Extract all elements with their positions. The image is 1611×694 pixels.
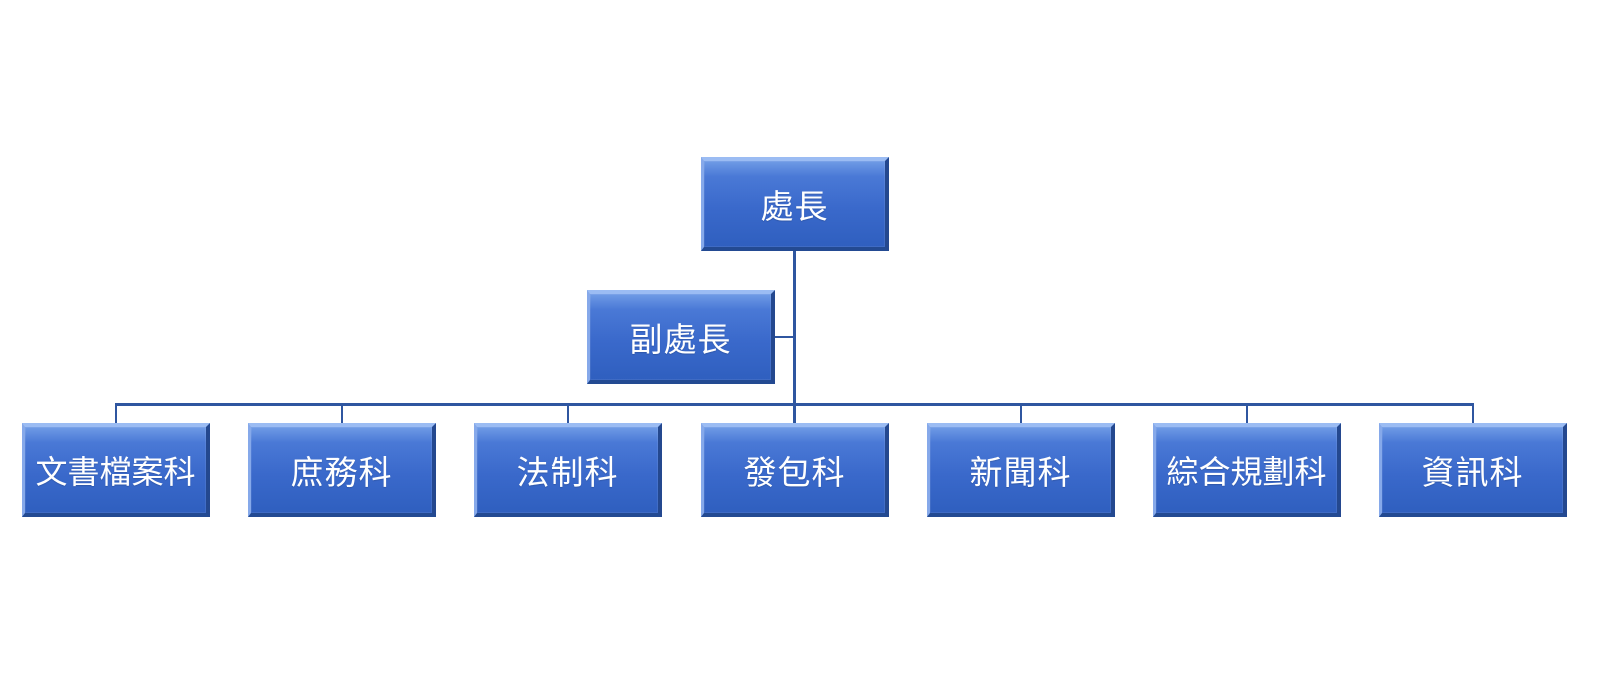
connector-drop-7 — [1472, 403, 1474, 425]
section-node-label: 發包科 — [743, 453, 846, 492]
section-node-1: 文書檔案科 — [22, 423, 210, 517]
connector-head-vertical — [793, 251, 796, 406]
section-node-3: 法制科 — [474, 423, 662, 517]
connector-drop-1 — [115, 403, 117, 425]
connector-drop-5 — [1020, 403, 1022, 425]
section-node-label: 法制科 — [516, 453, 619, 492]
head-node-label: 處長 — [760, 187, 829, 226]
section-node-label: 綜合規劃科 — [1166, 453, 1327, 491]
connector-drop-6 — [1246, 403, 1248, 425]
deputy-node: 副處長 — [587, 290, 775, 384]
section-node-label: 庶務科 — [290, 453, 393, 492]
section-node-label: 文書檔案科 — [35, 453, 196, 491]
section-node-7: 資訊科 — [1379, 423, 1567, 517]
deputy-node-label: 副處長 — [629, 320, 732, 359]
section-node-label: 新聞科 — [969, 453, 1072, 492]
connector-drop-4 — [793, 403, 796, 425]
connector-drop-3 — [567, 403, 569, 425]
section-node-5: 新聞科 — [927, 423, 1115, 517]
connector-drop-2 — [341, 403, 343, 425]
section-node-label: 資訊科 — [1421, 453, 1524, 492]
head-node: 處長 — [701, 157, 889, 251]
section-node-4: 發包科 — [701, 423, 889, 517]
section-node-6: 綜合規劃科 — [1153, 423, 1341, 517]
connector-deputy — [774, 336, 794, 338]
section-node-2: 庶務科 — [248, 423, 436, 517]
